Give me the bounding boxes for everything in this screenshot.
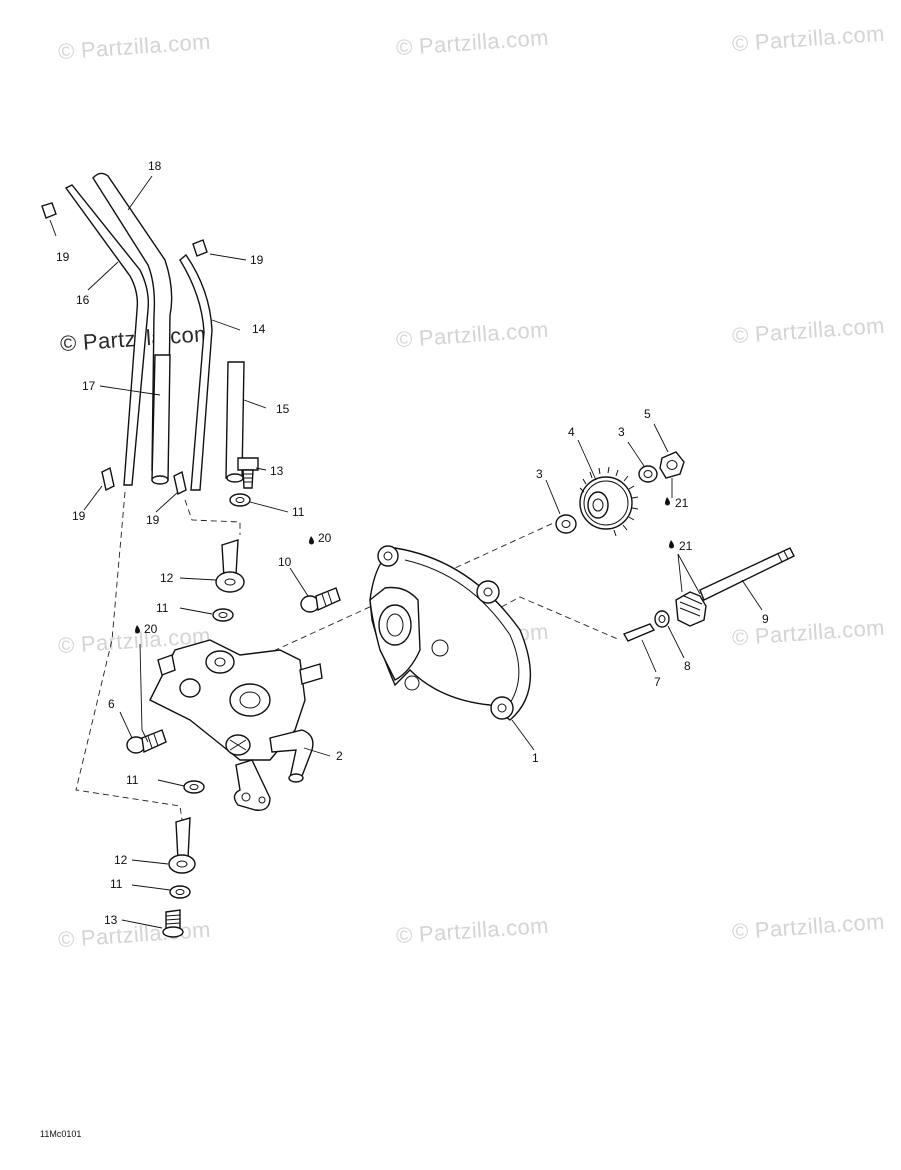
callout-8: 8 (684, 659, 691, 673)
oil-line-18 (92, 172, 173, 471)
lubricant-drop-icons (135, 497, 674, 634)
drawing-code: 11Mc0101 (40, 1129, 82, 1139)
oil-drop-icon (665, 497, 670, 506)
pump-housing-1 (369, 545, 532, 721)
oil-pump-2 (149, 639, 323, 811)
callout-20: 20 (318, 531, 332, 545)
screw-10 (300, 587, 341, 613)
callout-labels: 1 2 3 3 4 5 6 7 8 9 10 11 11 11 11 12 12… (56, 159, 769, 927)
pin-7 (622, 623, 656, 642)
clamp-19 (192, 239, 208, 257)
washer-11 (229, 493, 251, 507)
washer-11 (212, 608, 234, 622)
assembly-guide-lines (75, 491, 621, 821)
clamp-19 (173, 470, 187, 496)
callout-11: 11 (110, 877, 123, 891)
callout-12: 12 (160, 571, 174, 585)
washer-3 (638, 465, 658, 483)
oil-lines (64, 172, 245, 491)
pump-shaft-9 (675, 547, 795, 627)
banjo-bolt-13-bottom (162, 909, 184, 938)
banjo-bolt-13-top (237, 457, 259, 489)
callout-3: 3 (618, 425, 625, 439)
hose-17 (151, 354, 171, 481)
screw-6 (126, 729, 167, 754)
oil-line-14 (179, 253, 213, 491)
washer-11 (183, 780, 205, 794)
washer-11 (169, 885, 191, 899)
gear-4 (579, 466, 639, 537)
leader-lines (49, 175, 763, 929)
callout-13: 13 (270, 464, 284, 478)
clamp-19 (41, 202, 57, 219)
washer-3 (555, 514, 577, 534)
clamps (41, 202, 208, 496)
oil-drop-icon (309, 536, 314, 545)
callout-16: 16 (76, 293, 90, 307)
callout-15: 15 (276, 402, 290, 416)
callout-5: 5 (644, 407, 651, 421)
nut-5 (659, 451, 685, 479)
callout-19: 19 (56, 250, 70, 264)
washer-8 (654, 610, 670, 628)
callout-11: 11 (292, 505, 305, 519)
callout-11: 11 (156, 601, 169, 615)
callout-19: 19 (146, 513, 160, 527)
callout-19: 19 (72, 509, 86, 523)
callout-11: 11 (126, 773, 139, 787)
callout-14: 14 (252, 322, 266, 336)
callout-7: 7 (654, 675, 661, 689)
callout-2: 2 (336, 749, 343, 763)
callout-19: 19 (250, 253, 264, 267)
banjo-fitting-12-top (215, 539, 245, 593)
callout-17: 17 (82, 379, 96, 393)
callout-4: 4 (568, 425, 575, 439)
callout-18: 18 (148, 159, 162, 173)
callout-13: 13 (104, 913, 118, 927)
callout-6: 6 (108, 697, 115, 711)
oil-line-16 (64, 184, 150, 486)
callout-12: 12 (114, 853, 128, 867)
oil-drop-icon (669, 540, 674, 549)
banjo-fitting-12-bottom (168, 817, 196, 874)
callout-21: 21 (675, 496, 689, 510)
oil-drop-icon (135, 625, 140, 634)
callout-20: 20 (144, 622, 158, 636)
callout-9: 9 (762, 612, 769, 626)
callout-1: 1 (532, 751, 539, 765)
callout-10: 10 (278, 555, 292, 569)
callout-3: 3 (536, 467, 543, 481)
clamp-19 (101, 466, 115, 492)
callout-21: 21 (679, 539, 693, 553)
